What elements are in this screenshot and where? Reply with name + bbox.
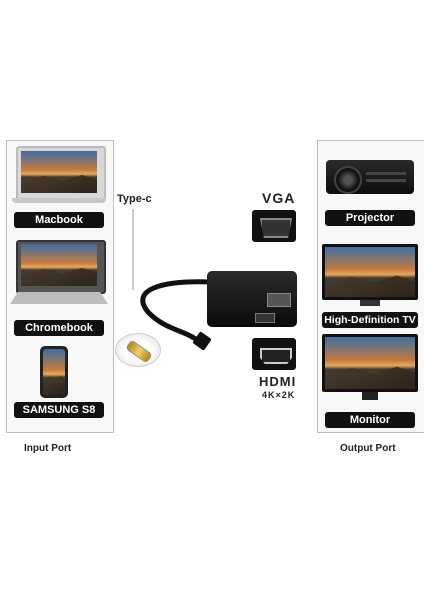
projector-icon [326,152,414,198]
laptop-chromebook-icon [10,240,108,306]
type-c-label: Type-c [117,193,152,205]
input-port-caption: Input Port [24,443,72,454]
projector-label: Projector [325,210,415,226]
tv-icon [322,244,418,306]
vga-label: VGA [262,190,296,206]
hdmi-label: HDMI [259,374,297,389]
samsung-s8-label: SAMSUNG S8 [14,402,104,418]
hdmi-port-icon [252,338,296,370]
vga-port-icon [252,210,296,242]
type-c-plug-icon [115,333,161,367]
macbook-label: Macbook [14,212,104,228]
monitor-label: Monitor [325,412,415,428]
adapter-body-icon [207,271,297,333]
chromebook-label: Chromebook [14,320,104,336]
hdtv-label: High-Definition TV [322,312,418,328]
laptop-macbook-icon [12,146,106,204]
output-port-caption: Output Port [340,443,396,454]
hdmi-resolution-label: 4K×2K [262,390,296,400]
smartphone-icon [40,346,68,398]
monitor-icon [322,334,418,402]
